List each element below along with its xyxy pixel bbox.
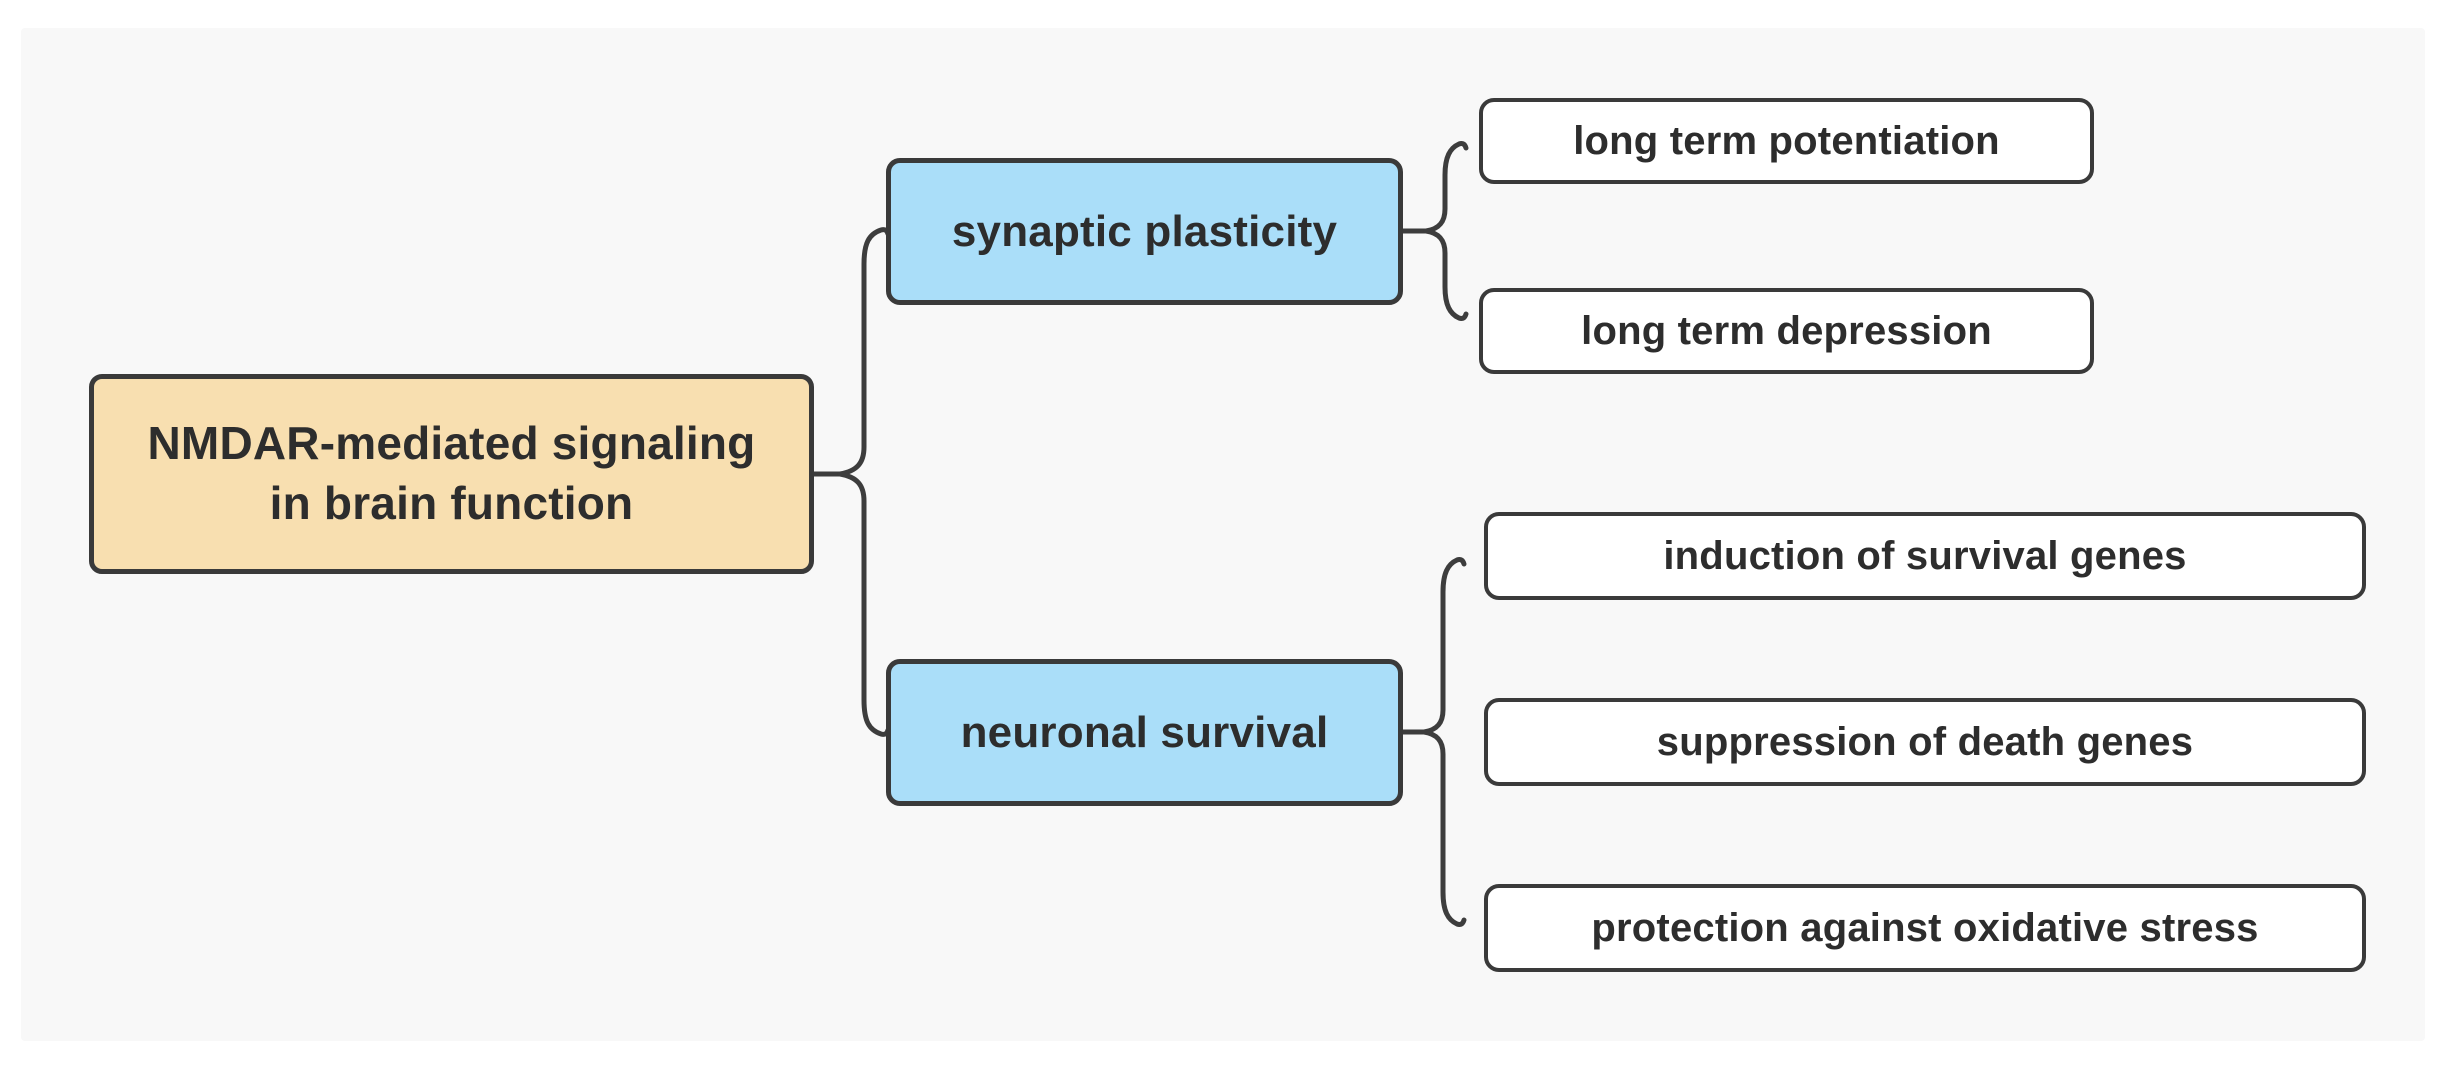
- node-branch-synaptic-plasticity[interactable]: synaptic plasticity: [886, 158, 1403, 305]
- node-branch-neuronal-survival[interactable]: neuronal survival: [886, 659, 1403, 806]
- node-root-nmdar-signaling[interactable]: NMDAR-mediated signaling in brain functi…: [89, 374, 814, 574]
- node-leaf-induction-of-survival-genes[interactable]: induction of survival genes: [1484, 512, 2366, 600]
- node-leaf-suppression-of-death-genes[interactable]: suppression of death genes: [1484, 698, 2366, 786]
- node-leaf-protection-against-oxidative-stress[interactable]: protection against oxidative stress: [1484, 884, 2366, 972]
- node-leaf-long-term-depression[interactable]: long term depression: [1479, 288, 2094, 374]
- node-leaf-long-term-potentiation[interactable]: long term potentiation: [1479, 98, 2094, 184]
